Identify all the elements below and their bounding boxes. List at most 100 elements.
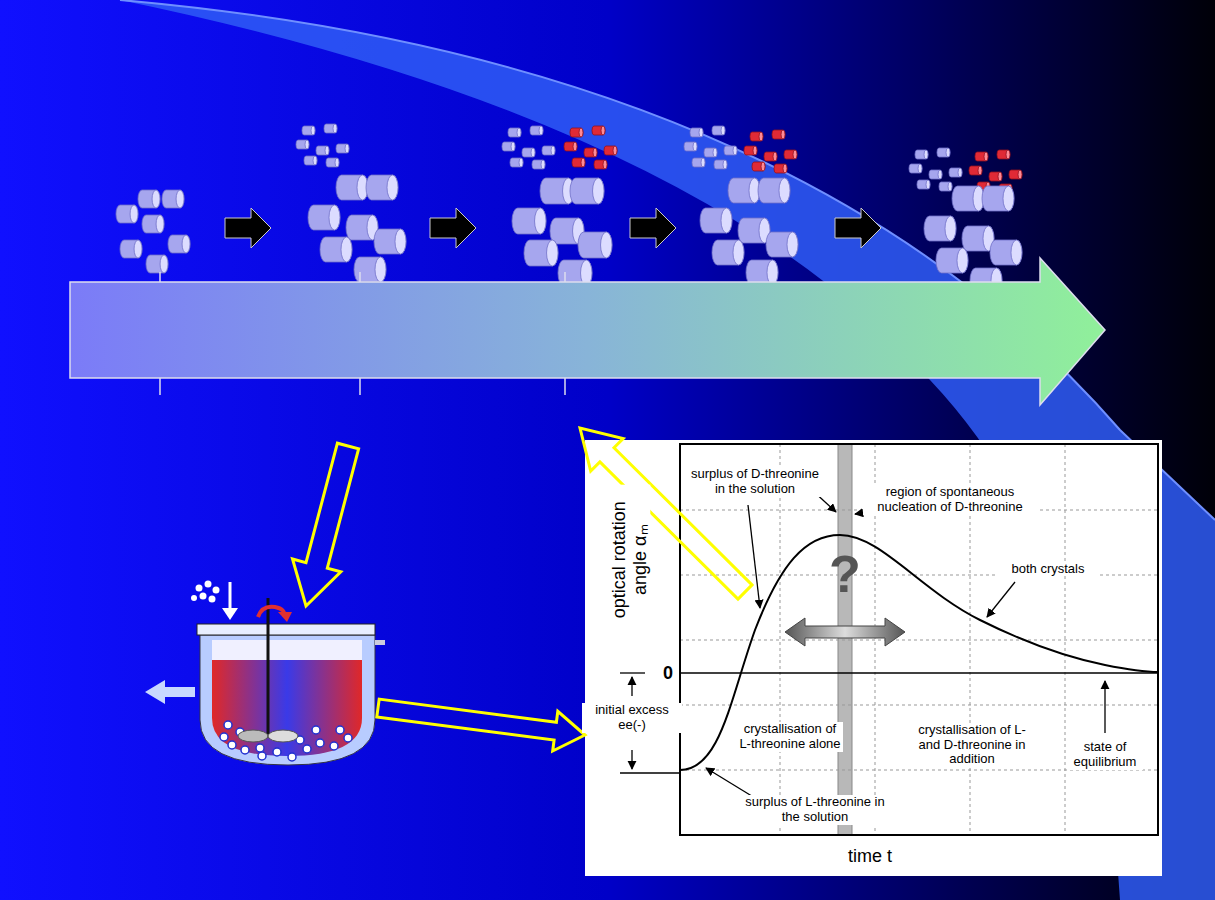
crystal: [578, 232, 612, 258]
crystal-face: [733, 240, 744, 265]
crystal: [146, 255, 168, 273]
crystal: [316, 146, 329, 155]
crystal: [302, 126, 315, 135]
crystal-particle: [220, 733, 228, 741]
crystal-face: [948, 182, 952, 191]
crystal: [684, 142, 697, 151]
crystal: [540, 178, 574, 204]
crystal: [924, 216, 956, 241]
crystal-face: [329, 205, 340, 230]
crystal: [997, 150, 1010, 159]
crystal: [508, 128, 521, 137]
crystal: [939, 182, 952, 191]
crystal-face: [134, 240, 142, 258]
crystal: [917, 180, 930, 189]
stage-arrow: [430, 208, 476, 248]
crystal: [712, 126, 725, 135]
crystal-face: [946, 148, 950, 157]
crystal-particle: [228, 741, 236, 749]
crystal: [142, 215, 164, 233]
crystal: [304, 156, 317, 165]
crystal-face: [984, 152, 988, 161]
crystal: [570, 178, 604, 204]
crystal: [524, 240, 558, 266]
crystal-face: [519, 158, 523, 167]
crystal: [728, 178, 760, 203]
crystal: [604, 146, 617, 155]
crystal: [366, 175, 398, 200]
crystal-particle: [336, 726, 344, 734]
crystal-particle: [258, 752, 266, 760]
crystal: [354, 257, 386, 282]
crystal-face: [1006, 150, 1010, 159]
crystal: [990, 240, 1022, 265]
crystal-face: [156, 215, 164, 233]
crystal-face: [926, 180, 930, 189]
crystal: [572, 158, 585, 167]
crystal: [758, 178, 790, 203]
crystal-face: [693, 142, 697, 151]
crystal: [592, 126, 605, 135]
crystal: [929, 170, 942, 179]
flow-arrow: [293, 443, 359, 606]
phase-label: crystallisation of L-threonine alone: [737, 722, 843, 752]
crystal-face: [787, 232, 798, 257]
crystal-face: [593, 178, 604, 204]
crystal-face: [938, 170, 942, 179]
crystal-face: [547, 240, 558, 266]
crystal-face: [511, 142, 515, 151]
bracket-label: initial excess ee(-): [582, 703, 682, 733]
crystal-particle: [303, 745, 311, 753]
crystal-face: [998, 172, 1002, 181]
crystal-face: [325, 146, 329, 155]
crystal: [138, 190, 160, 208]
crystal: [570, 128, 583, 137]
crystal-face: [781, 130, 785, 139]
crystal: [772, 130, 785, 139]
crystal-face: [341, 237, 352, 262]
crystal: [1009, 170, 1022, 179]
crystal-particle: [224, 721, 232, 729]
crystal: [752, 162, 765, 171]
axis-tick: 0: [657, 663, 679, 684]
crystal: [989, 172, 1002, 181]
crystal: [168, 235, 190, 253]
phase-label: crystallisation of L- and D-threonine in…: [916, 723, 1028, 768]
crystal: [594, 160, 607, 169]
crystal-face: [733, 146, 737, 155]
crystal-face: [517, 128, 521, 137]
crystal: [744, 146, 757, 155]
crystal: [952, 186, 984, 211]
crystal-face: [176, 190, 184, 208]
crystal-face: [713, 148, 717, 157]
crystal-face: [573, 142, 577, 151]
crystal: [766, 232, 798, 257]
crystal-face: [958, 168, 962, 177]
flow-arrow: [580, 428, 752, 599]
crystal-face: [601, 232, 612, 258]
crystal-face: [579, 128, 583, 137]
crystal: [937, 148, 950, 157]
crystal: [162, 190, 184, 208]
crystal: [700, 208, 732, 233]
crystal-face: [375, 257, 386, 282]
crystal-particle: [316, 739, 324, 747]
crystal-face: [613, 146, 617, 155]
crystal-face: [759, 132, 763, 141]
axis-title: time t: [830, 846, 910, 867]
crystal-particle: [273, 748, 281, 756]
crystal-particle: [312, 726, 320, 734]
crystal: [915, 150, 928, 159]
crystal-face: [130, 205, 138, 223]
crystal: [336, 144, 349, 153]
crystal: [784, 150, 797, 159]
crystal-face: [539, 126, 543, 135]
crystal-face: [531, 148, 535, 157]
crystal: [296, 140, 309, 149]
crystal-particle: [256, 744, 264, 752]
curve-annotation: state of equilibrium: [1067, 740, 1143, 770]
crystal: [308, 205, 340, 230]
crystal: [738, 218, 770, 243]
crystal-face: [753, 146, 757, 155]
crystal-face: [723, 160, 727, 169]
